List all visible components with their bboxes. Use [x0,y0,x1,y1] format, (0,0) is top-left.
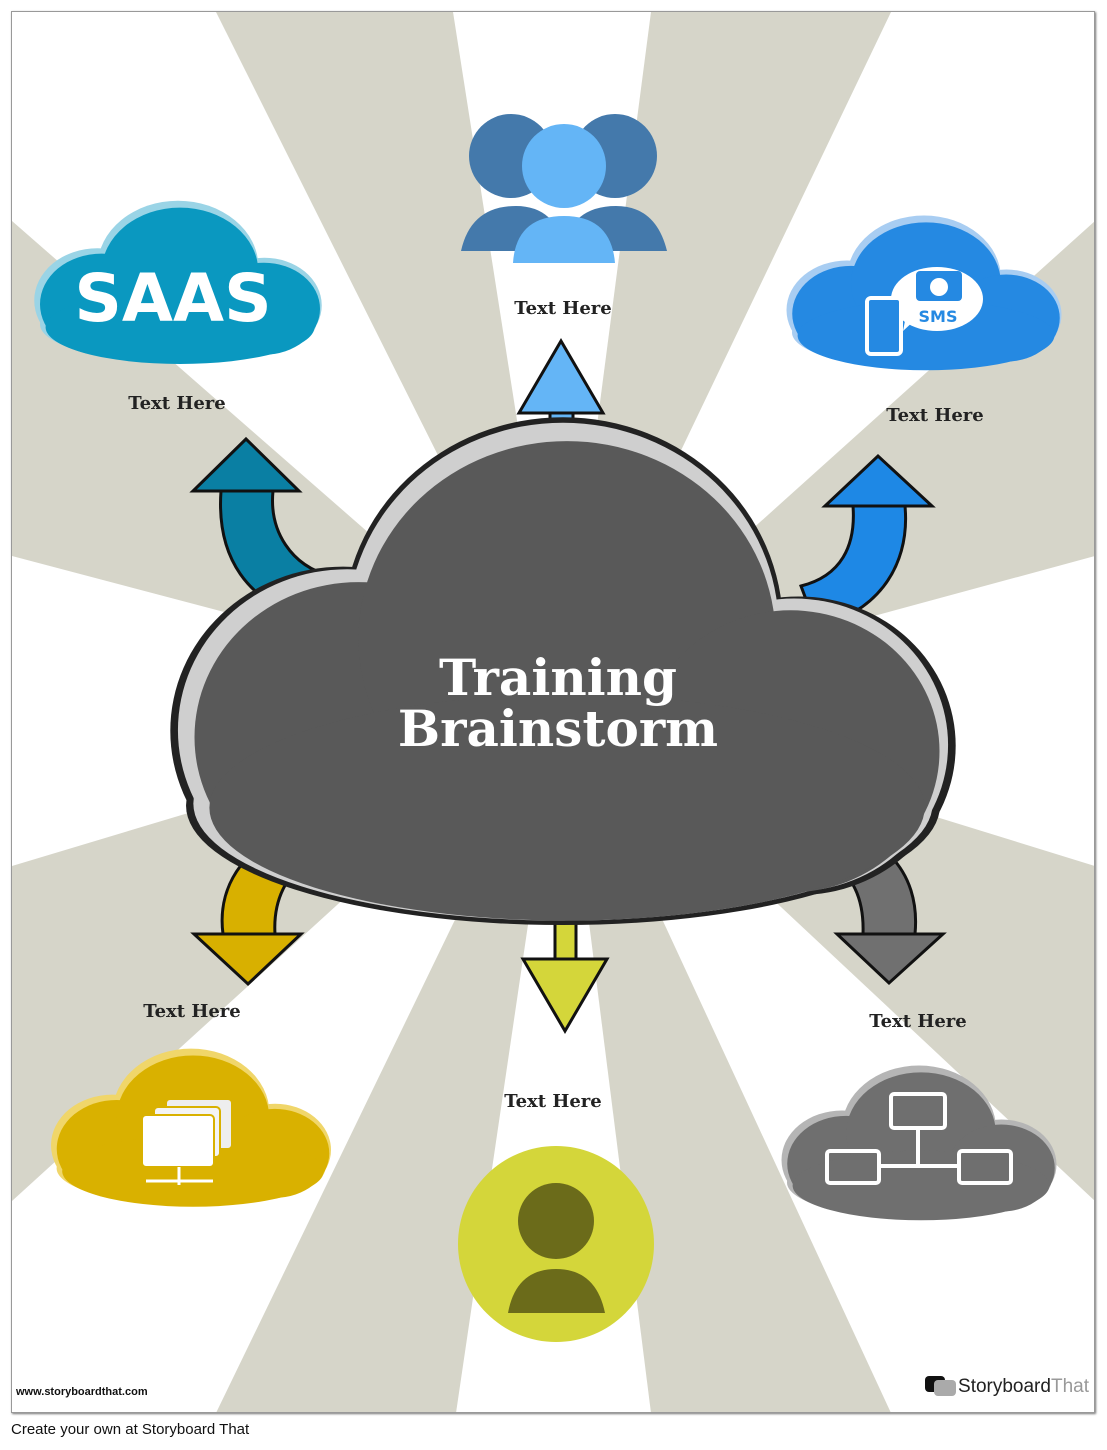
network-cloud-icon [781,1065,1057,1221]
label-bottom-right: Text Here [869,1011,967,1032]
footer-link[interactable]: Create your own at Storyboard That [11,1421,250,1438]
speech-bubbles-icon [925,1376,957,1396]
label-top-right: Text Here [886,405,984,426]
sms-text: SMS [919,307,958,326]
brand-name: Storyboard [958,1376,1051,1397]
label-bottom: Text Here [504,1091,602,1112]
label-top: Text Here [514,298,612,319]
brand-suffix: That [1050,1376,1089,1397]
saas-cloud-icon: SAAS [34,200,322,364]
label-top-left: Text Here [128,393,226,414]
sms-cloud-icon: SMS [786,215,1062,371]
mind-map: Training Brainstorm SAAS SMS [12,12,1094,1412]
website-url: www.storyboardthat.com [16,1386,148,1398]
folder-cloud-icon [51,1048,331,1207]
main-cloud: Training Brainstorm [170,417,956,926]
people-icon [461,114,667,263]
person-icon [458,1146,654,1342]
poster: Training Brainstorm SAAS SMS [11,11,1095,1413]
title-line-1: Training [439,648,677,707]
label-bottom-left: Text Here [143,1001,241,1022]
title-line-2: Brainstorm [398,699,718,758]
saas-text: SAAS [74,260,271,337]
